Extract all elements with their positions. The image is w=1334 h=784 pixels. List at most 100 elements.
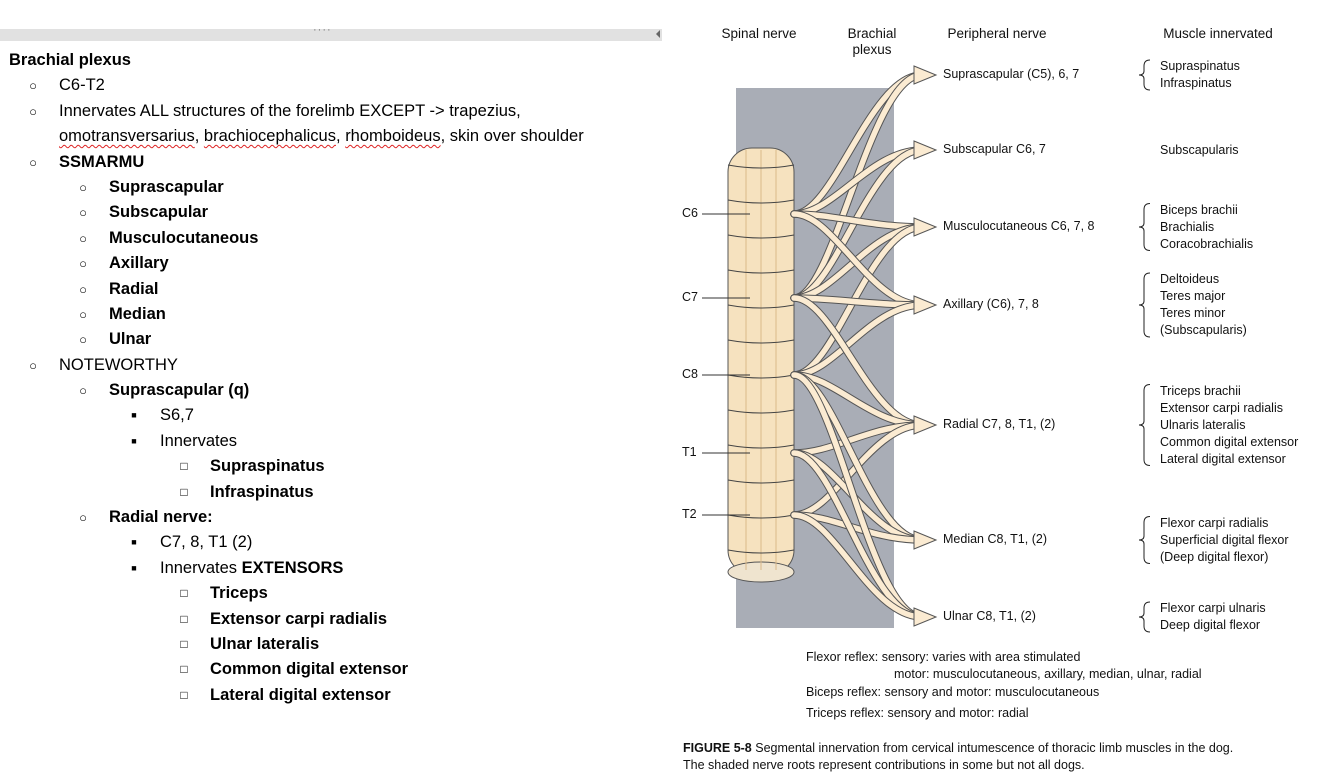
- outline-text[interactable]: Extensor carpi radialis: [210, 609, 387, 628]
- outline-item[interactable]: ○Radial: [0, 277, 665, 302]
- drag-handle-icon[interactable]: ····: [313, 24, 332, 36]
- outline-text[interactable]: Subscapular: [109, 203, 209, 222]
- circle-bullet-icon: ○: [29, 103, 37, 119]
- outline-item[interactable]: ■Innervates EXTENSORS: [0, 556, 665, 581]
- outline-text[interactable]: Suprascapular: [109, 177, 224, 196]
- reflex-line: Biceps reflex: sensory and motor: muscul…: [806, 685, 1100, 699]
- outline-text[interactable]: Innervates EXTENSORS: [160, 558, 344, 577]
- outline-item[interactable]: □Supraspinatus: [0, 454, 665, 479]
- outline-text[interactable]: Innervates: [160, 431, 238, 450]
- outline-item[interactable]: □ Extensor carpi radialis: [0, 607, 665, 632]
- outline-item[interactable]: ○Axillary: [0, 251, 665, 276]
- outline-item[interactable]: ○Radial nerve:: [0, 505, 665, 530]
- segment-label-c7: C7: [682, 290, 698, 304]
- muscle-name: (Deep digital flexor): [1160, 549, 1269, 564]
- outline-text[interactable]: Ulnar: [109, 330, 152, 349]
- outline-heading[interactable]: Brachial plexus: [0, 48, 665, 73]
- outline-item[interactable]: ○ Ulnar: [0, 327, 665, 352]
- curly-brace: [1138, 272, 1151, 338]
- circle-bullet-icon: ○: [79, 332, 87, 348]
- outline-list[interactable]: Brachial plexus ○ C6-T2 ○ Innervates ALL str…: [0, 48, 665, 708]
- outline-text[interactable]: Musculocutaneous: [109, 228, 259, 247]
- outline-text[interactable]: Innervates ALL structures of the forelim…: [59, 101, 521, 120]
- outline-text[interactable]: Median: [109, 304, 166, 323]
- outline-text[interactable]: Radial nerve:: [109, 508, 213, 527]
- muscle-name: Biceps brachii: [1160, 202, 1238, 217]
- outline-text[interactable]: Supraspinatus: [210, 457, 325, 476]
- outline-text[interactable]: Lateral digital extensor: [210, 685, 391, 704]
- outline-text[interactable]: Suprascapular (q): [109, 381, 250, 400]
- outline-text[interactable]: NOTEWORTHY: [59, 355, 178, 374]
- outline-item[interactable]: □ Triceps: [0, 581, 665, 606]
- nerve-arrowhead: [913, 530, 938, 550]
- outline-text[interactable]: Ulnar lateralis: [210, 634, 320, 653]
- outline-item[interactable]: ■S6,7: [0, 403, 665, 428]
- muscle-name: Lateral digital extensor: [1160, 451, 1286, 466]
- curly-brace: [1138, 384, 1151, 466]
- outline-text[interactable]: Infraspinatus: [210, 482, 314, 501]
- misspelled-word[interactable]: omotransversarius: [59, 127, 195, 146]
- outline-text[interactable]: S6,7: [160, 406, 194, 425]
- cord-segment-line: [727, 549, 795, 554]
- outline-item[interactable]: ■C7, 8, T1 (2): [0, 530, 665, 555]
- outline-item[interactable]: ○Suprascapular: [0, 175, 665, 200]
- muscle-name: Ulnaris lateralis: [1160, 417, 1246, 432]
- outline-item[interactable]: ■Innervates: [0, 429, 665, 454]
- checkbox-bullet-icon: □: [180, 586, 188, 601]
- reflex-line: Triceps reflex: sensory and motor: radia…: [806, 706, 1029, 720]
- muscle-name: Teres major: [1160, 289, 1226, 303]
- outline-item[interactable]: omotransversarius, brachiocephalicus, rh…: [0, 124, 665, 149]
- outline-text[interactable]: Radial: [109, 279, 159, 298]
- plexus-root: [791, 512, 925, 620]
- pane-resize-bar[interactable]: ····: [0, 24, 662, 41]
- collapse-arrow-icon[interactable]: [656, 30, 660, 38]
- outline-text[interactable]: Brachial plexus: [9, 51, 131, 69]
- outline-item[interactable]: ○Musculocutaneous: [0, 226, 665, 251]
- muscle-name: Extensor carpi radialis: [1160, 400, 1283, 415]
- curly-brace: [1138, 516, 1151, 564]
- outline-item[interactable]: □ Infraspinatus: [0, 480, 665, 505]
- notes-pane[interactable]: ···· Brachial plexus ○ C6-T2 ○ Innervates AL…: [0, 0, 665, 784]
- outline-text[interactable]: Common digital extensor: [210, 660, 409, 679]
- outline-item[interactable]: ○ C6-T2: [0, 73, 665, 98]
- outline-item[interactable]: ○SSMARMU: [0, 150, 665, 175]
- misspelled-word[interactable]: rhomboideus: [345, 127, 441, 146]
- muscle-name: Subscapularis: [1160, 142, 1239, 157]
- outline-item[interactable]: □Common digital extensor: [0, 657, 665, 682]
- outline-item[interactable]: ○Suprascapular (q): [0, 378, 665, 403]
- cord-segment-line: [727, 199, 795, 204]
- outline-item[interactable]: ○Subscapular: [0, 200, 665, 225]
- outline-item[interactable]: ○ Innervates ALL structures of the foreli…: [0, 99, 665, 124]
- muscle-name: Flexor carpi radialis: [1160, 515, 1269, 530]
- outline-item[interactable]: ○ Median: [0, 302, 665, 327]
- outline-item[interactable]: □Ulnar lateralis: [0, 632, 665, 657]
- checkbox-bullet-icon: □: [180, 484, 188, 499]
- muscle-name: Infraspinatus: [1160, 76, 1232, 90]
- nerve-arrowhead: [913, 140, 938, 160]
- peripheral-nerve-label: Ulnar C8, T1, (2): [943, 609, 1036, 623]
- outline-text[interactable]: SSMARMU: [59, 152, 145, 171]
- outline-text[interactable]: Triceps: [210, 584, 268, 603]
- outline-text[interactable]: C6-T2: [59, 76, 105, 95]
- circle-bullet-icon: ○: [79, 306, 87, 322]
- muscle-name: Triceps brachii: [1160, 383, 1241, 398]
- caption-label: FIGURE 5-8: [683, 741, 752, 755]
- circle-bullet-icon: ○: [29, 78, 37, 94]
- outline-text[interactable]: omotransversarius, brachiocephalicus, rh…: [59, 127, 584, 146]
- outline-item[interactable]: ○ NOTEWORTHY: [0, 353, 665, 378]
- misspelled-word[interactable]: brachiocephalicus: [203, 127, 336, 146]
- plexus-root: [791, 302, 925, 378]
- muscle-name: Common digital extensor: [1160, 434, 1299, 449]
- cord-segment-line: [727, 234, 795, 239]
- outline-text[interactable]: Axillary: [109, 254, 169, 273]
- circle-bullet-icon: ○: [29, 357, 37, 373]
- checkbox-bullet-icon: □: [180, 611, 188, 626]
- cord-segment-line: [727, 339, 795, 344]
- cord-segment-line: [727, 374, 795, 379]
- outline-text[interactable]: C7, 8, T1 (2): [160, 533, 253, 552]
- cord-segment-line: [727, 514, 795, 519]
- outline-item[interactable]: □Lateral digital extensor: [0, 683, 665, 708]
- caption-line-1: Segmental innervation from cervical intu…: [751, 741, 1234, 755]
